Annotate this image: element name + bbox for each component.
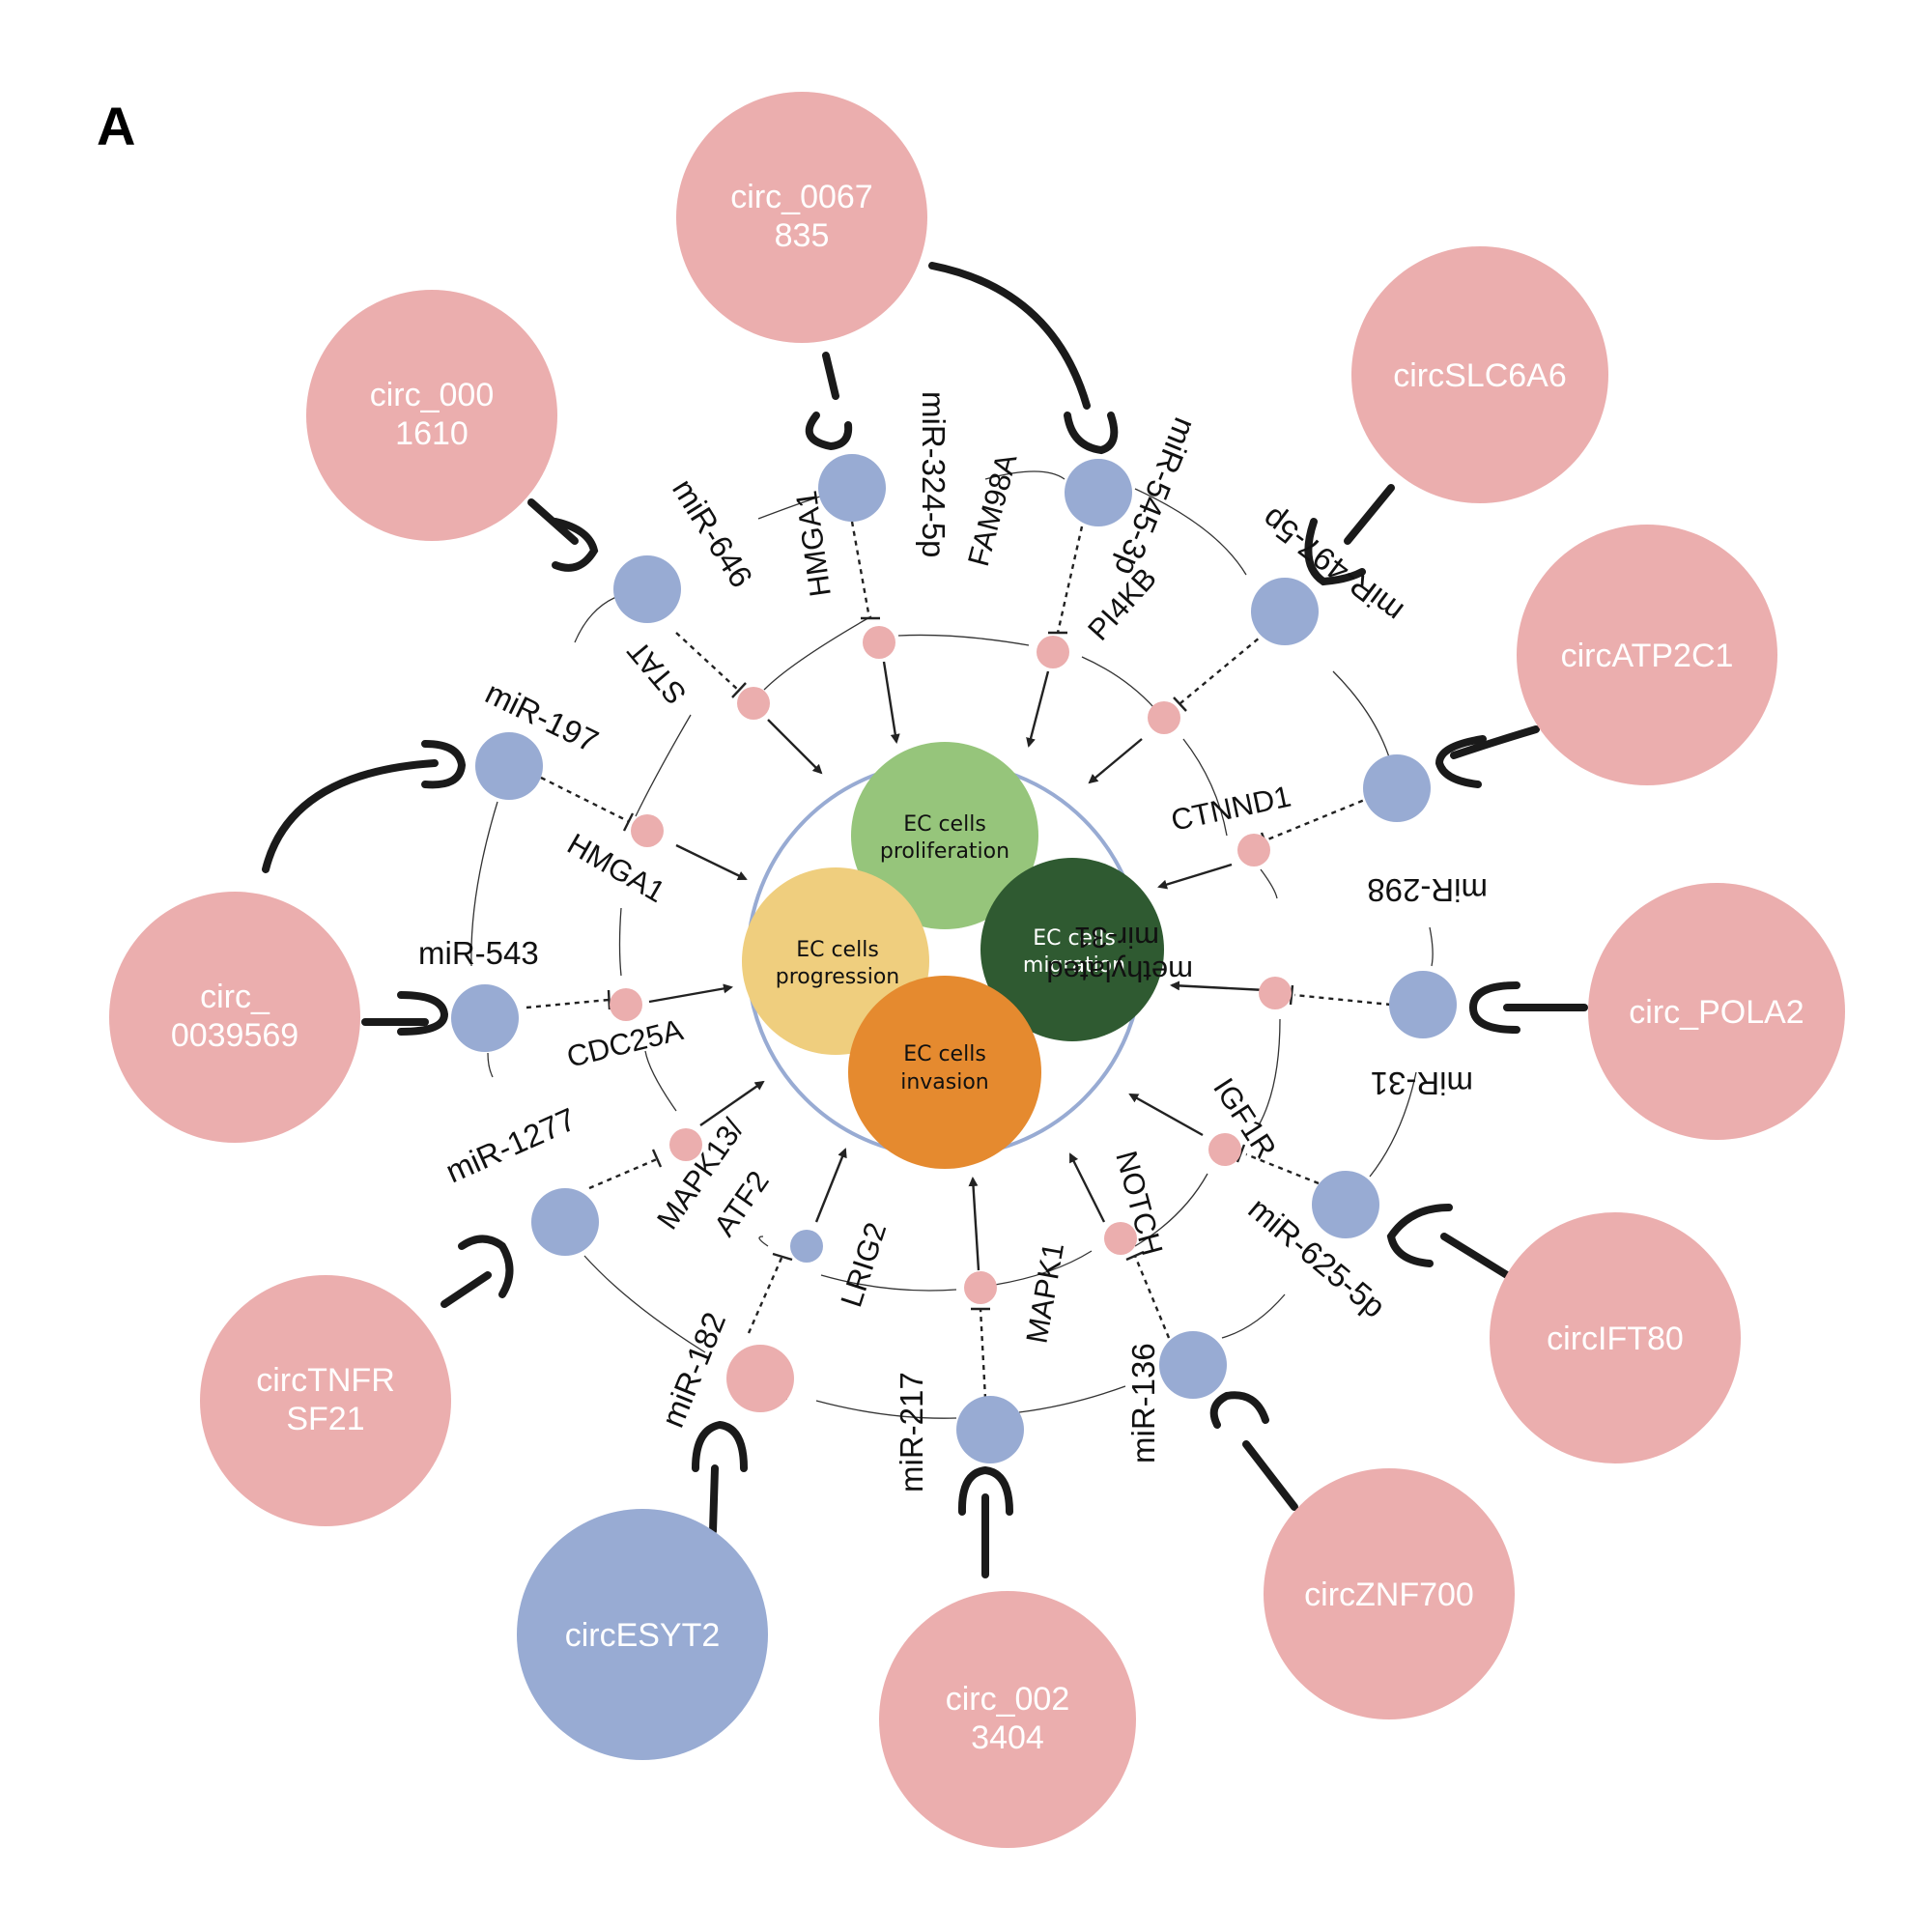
sponge-links [262,262,1588,1578]
target-node-hmga1-b [631,814,664,847]
target-node-mapk13-atf2 [669,1128,702,1161]
target-node-igf1r [1208,1133,1241,1166]
target-label: LRIG2 [834,1218,893,1311]
target-nodes [610,626,1292,1304]
mirna-node-mir-625-5p [1312,1171,1379,1238]
svg-text:circATP2C1: circATP2C1 [1561,638,1734,674]
circrna-node: circ_POLA2 [1588,883,1845,1140]
mirna-label: miR-298 [1367,872,1488,908]
target-node-notch [1104,1222,1137,1255]
target-node-fam98a [1037,636,1069,668]
svg-text:3404: 3404 [971,1719,1044,1756]
mirna-node-mir-545-3p [1065,459,1132,526]
mirna-node-mir-324-5p [818,454,886,522]
ec-proliferation-line1: EC cells [903,812,986,837]
circrna-node: circ_000 1610 [306,290,557,541]
ec-migration-node [980,858,1164,1041]
circrna-nodes: circ_0067 835 circSLC6A6 circATP2C1 circ… [109,92,1845,1848]
mirna-node-mir-182 [726,1345,794,1412]
mirna-label: miR-136 [1125,1343,1161,1463]
mirna-node-mir-31 [1389,971,1457,1038]
target-label: CTNND1 [1168,779,1293,837]
mirna-labels: miR-646 miR-324-5p miR-545-3p miR-497-5p… [418,391,1488,1492]
ec-proliferation-node [851,742,1038,929]
mirna-node-mir-543 [451,984,519,1052]
target-node-stat [737,687,770,720]
svg-text:835: 835 [775,217,830,254]
circrna-node: circSLC6A6 [1351,246,1608,503]
circrna-node: circ_ 0039569 [109,892,360,1143]
target-label: CDC25A [563,1012,686,1074]
svg-text:0039569: 0039569 [171,1017,298,1054]
mirna-label: miR-217 [894,1372,929,1492]
target-label: mir-31 [1074,921,1159,954]
target-label: STAT [621,634,694,711]
circrna-node: circTNFR SF21 [200,1275,451,1526]
mirna-label: miR-31 [1371,1065,1473,1101]
mirna-node-mir-197 [475,732,543,800]
svg-text:circ_POLA2: circ_POLA2 [1629,994,1804,1031]
mirna-label: miR-543 [418,935,539,971]
target-label: PI4KB [1081,561,1163,647]
svg-text:SF21: SF21 [286,1401,364,1437]
svg-text:circZNF700: circZNF700 [1304,1577,1474,1613]
target-node-methylated-mir-31 [1259,977,1292,1009]
target-node-lrig2 [790,1230,823,1263]
target-node-cdc25a [610,988,642,1021]
target-node-pi4kb [1148,701,1180,734]
svg-text:circIFT80: circIFT80 [1547,1321,1684,1357]
mirna-node-mir-646 [613,555,681,623]
target-node-mapk1 [964,1271,997,1304]
target-node-hmga1 [863,626,895,659]
ec-invasion-node [848,976,1041,1169]
svg-text:circ_002: circ_002 [946,1681,1070,1718]
svg-text:circ_0067: circ_0067 [730,179,872,215]
target-label: FAM98A [961,450,1024,570]
ec-invasion-line1: EC cells [903,1042,986,1066]
svg-text:circESYT2: circESYT2 [565,1617,721,1654]
circrna-node: circZNF700 [1264,1468,1515,1719]
mirna-node-mir-217 [956,1396,1024,1463]
mirna-nodes [451,454,1457,1463]
ec-proliferation-line2: proliferation [880,839,1009,864]
svg-text:circ_: circ_ [200,979,270,1015]
ec-invasion-line2: invasion [900,1070,989,1094]
activation-arrows [648,661,1266,1271]
circrna-node: circESYT2 [517,1509,768,1760]
circrna-node: circATP2C1 [1517,525,1777,785]
mirna-node-mir-497-5p [1251,578,1319,645]
target-label: methylated [1046,954,1193,988]
ec-progression-line1: EC cells [796,938,879,962]
svg-text:circSLC6A6: circSLC6A6 [1393,357,1567,394]
outer-mirna-ring [470,470,1434,1419]
ec-migration-line2: migration [1023,953,1125,978]
target-node-ctnnd1 [1237,834,1270,867]
circrna-node: circ_002 3404 [879,1591,1136,1848]
mirna-label: miR-324-5p [916,391,952,557]
circrna-node: circIFT80 [1490,1212,1741,1463]
inner-target-ring [618,615,1281,1292]
svg-text:1610: 1610 [395,415,469,452]
mirna-label: miR-1277 [440,1100,582,1189]
svg-text:circ_000: circ_000 [370,377,495,413]
panel-letter: A [97,96,135,156]
mirna-node-mir-1277 [531,1188,599,1256]
ec-progression-line2: progression [776,965,900,989]
mirna-node-mir-298 [1363,754,1431,822]
mirna-label: miR-646 [666,472,759,593]
target-label: MAPK1 [1019,1240,1070,1347]
mirna-node-mir-136 [1159,1331,1227,1399]
ec-cells-hub: EC cells proliferation EC cells progress… [742,742,1164,1169]
ec-migration-line1: EC cells [1033,926,1116,951]
svg-text:circTNFR: circTNFR [256,1362,395,1399]
circrna-node: circ_0067 835 [676,92,927,343]
